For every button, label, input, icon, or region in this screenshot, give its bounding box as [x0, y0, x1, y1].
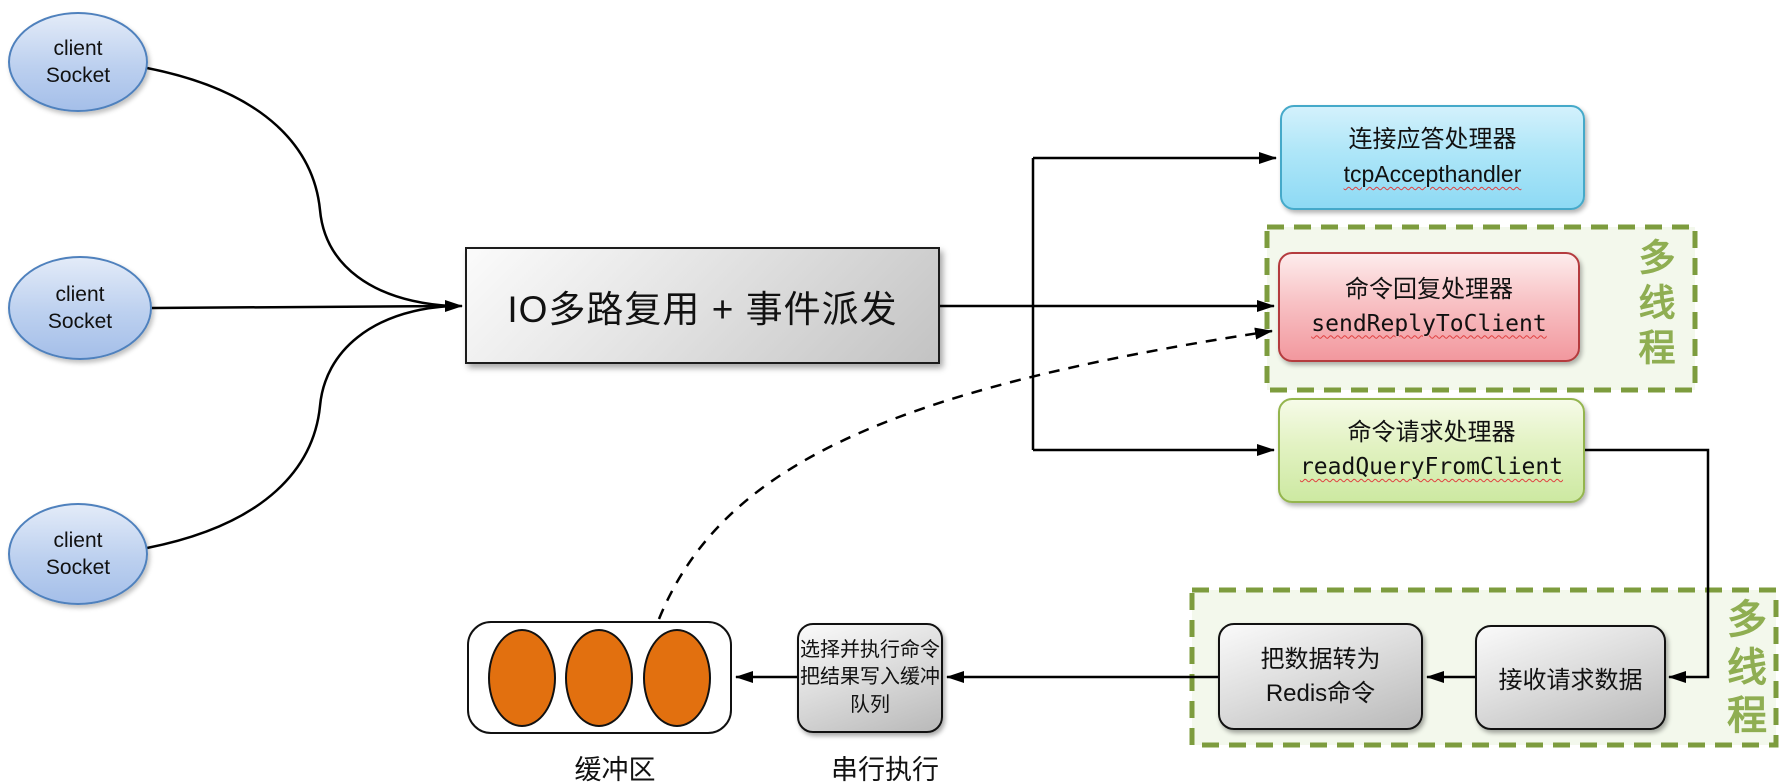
accept-handler-code: tcpAccepthandler [1343, 161, 1522, 188]
serial-caption: 串行执行 [831, 755, 939, 783]
client-socket-ellipse-2: client Socket [8, 256, 152, 360]
read-handler-code: readQueryFromClient [1299, 454, 1564, 481]
buffer-caption: 缓冲区 [574, 755, 656, 783]
convert-command-box: 把数据转为 Redis命令 [1218, 623, 1423, 730]
buffer-slot-circle-1 [487, 628, 556, 727]
reply-handler-code: sendReplyToClient [1311, 310, 1547, 337]
curve-client3-to-mux [146, 304, 451, 550]
curve-client1-to-mux [146, 66, 451, 308]
client-socket-ellipse-1: client Socket [8, 12, 148, 112]
buffer-container [467, 621, 732, 734]
multithread-label-bottom: 多线程 [1721, 598, 1765, 742]
multithread-label-top: 多线程 [1633, 238, 1674, 373]
io-multiplexer-box: IO多路复用 + 事件派发 [465, 247, 940, 364]
reply-handler-title: 命令回复处理器 [1345, 275, 1513, 303]
accept-handler-title: 连接应答处理器 [1348, 126, 1517, 154]
dashed-arrow-buffer-to-reply [657, 327, 1273, 620]
curve-client2-to-mux [151, 304, 451, 310]
accept-handler-box: 连接应答处理器 tcpAccepthandler [1280, 105, 1585, 210]
receive-data-box: 接收请求数据 [1475, 625, 1666, 730]
read-handler-box: 命令请求处理器 readQueryFromClient [1278, 398, 1585, 503]
buffer-slot-circle-3 [643, 628, 712, 727]
execute-command-box: 选择并执行命令 把结果写入缓冲 队列 [797, 623, 943, 733]
read-handler-title: 命令请求处理器 [1347, 419, 1516, 447]
reply-handler-box: 命令回复处理器 sendReplyToClient [1278, 252, 1580, 362]
buffer-slot-circle-2 [565, 628, 634, 727]
client-socket-ellipse-3: client Socket [8, 503, 148, 605]
